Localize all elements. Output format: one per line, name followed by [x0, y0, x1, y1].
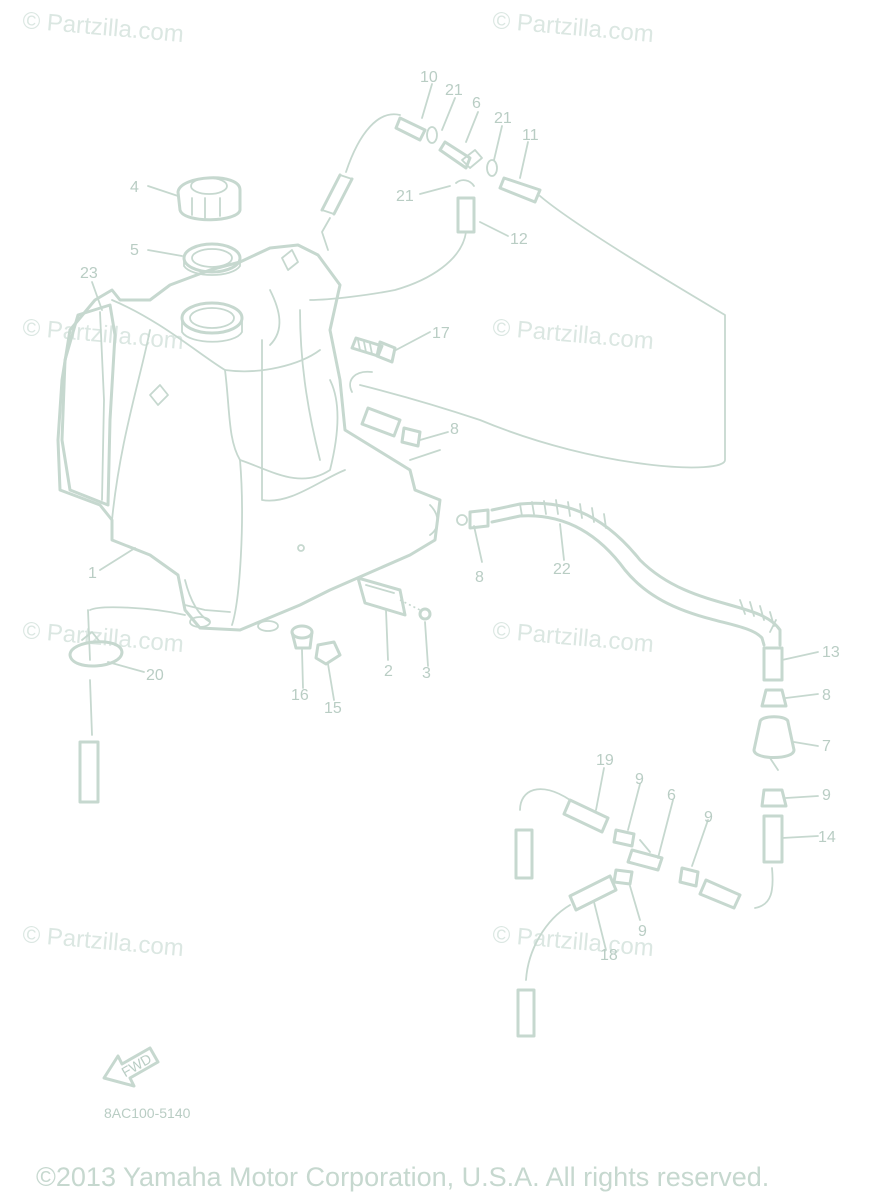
watermark: © Partzilla.com [21, 617, 184, 658]
fuel-filter-assembly[interactable] [752, 646, 796, 909]
drain-hose-clamp[interactable] [68, 606, 186, 804]
label-8[interactable]: 8 [822, 687, 831, 704]
drain-bolt[interactable] [290, 624, 342, 666]
watermark: © Partzilla.com [491, 617, 654, 658]
bolt[interactable] [350, 336, 397, 364]
label-16[interactable]: 16 [291, 687, 309, 704]
watermark: © Partzilla.com [491, 7, 654, 48]
front-direction-arrow: FWD [102, 1046, 160, 1088]
lower-branch-hoses[interactable] [514, 788, 742, 1038]
bracket[interactable] [356, 576, 432, 621]
label-1[interactable]: 1 [88, 565, 97, 582]
fuel-tank[interactable] [56, 243, 442, 632]
label-19[interactable]: 19 [596, 752, 614, 769]
copyright-notice: ©2013 Yamaha Motor Corporation, U.S.A. A… [36, 1162, 769, 1192]
label-18[interactable]: 18 [600, 947, 618, 964]
filler-neck [180, 301, 244, 343]
label-15[interactable]: 15 [324, 700, 342, 717]
callout-labels: 1 2 3 4 5 6 6 7 8 8 8 9 9 9 9 10 11 12 1… [80, 69, 840, 964]
label-6[interactable]: 6 [667, 787, 676, 804]
label-9[interactable]: 9 [704, 809, 713, 826]
fuel-hose[interactable] [456, 499, 782, 647]
label-23[interactable]: 23 [80, 265, 98, 282]
label-12[interactable]: 12 [510, 231, 528, 248]
label-5[interactable]: 5 [130, 242, 139, 259]
label-10[interactable]: 10 [420, 69, 438, 86]
label-2[interactable]: 2 [384, 663, 393, 680]
label-22[interactable]: 22 [553, 561, 571, 578]
watermark: © Partzilla.com [491, 921, 654, 962]
label-17[interactable]: 17 [432, 325, 450, 342]
label-9[interactable]: 9 [635, 771, 644, 788]
label-11[interactable]: 11 [522, 127, 539, 144]
side-cover[interactable] [60, 303, 117, 507]
label-21[interactable]: 21 [445, 82, 463, 99]
diagram-code: 8AC100-5140 [104, 1105, 191, 1121]
cap-gasket[interactable] [182, 242, 242, 276]
label-9[interactable]: 9 [638, 923, 647, 940]
label-8[interactable]: 8 [450, 421, 459, 438]
label-3[interactable]: 3 [422, 665, 431, 682]
label-6[interactable]: 6 [472, 95, 481, 112]
label-9[interactable]: 9 [822, 787, 831, 804]
label-21[interactable]: 21 [494, 110, 512, 127]
label-4[interactable]: 4 [130, 179, 139, 196]
fuel-cap[interactable] [176, 176, 242, 222]
hose-upper[interactable] [349, 370, 441, 461]
label-7[interactable]: 7 [822, 738, 831, 755]
leader-lines [91, 83, 819, 951]
watermark: © Partzilla.com [21, 314, 184, 355]
label-8[interactable]: 8 [475, 569, 484, 586]
watermark: © Partzilla.com [491, 314, 654, 355]
label-13[interactable]: 13 [822, 644, 840, 661]
breather-hose-system[interactable] [309, 113, 726, 469]
watermark: © Partzilla.com [21, 921, 184, 962]
watermark: © Partzilla.com [21, 7, 184, 48]
label-14[interactable]: 14 [818, 829, 836, 846]
label-21[interactable]: 21 [396, 188, 414, 205]
label-20[interactable]: 20 [146, 667, 164, 684]
